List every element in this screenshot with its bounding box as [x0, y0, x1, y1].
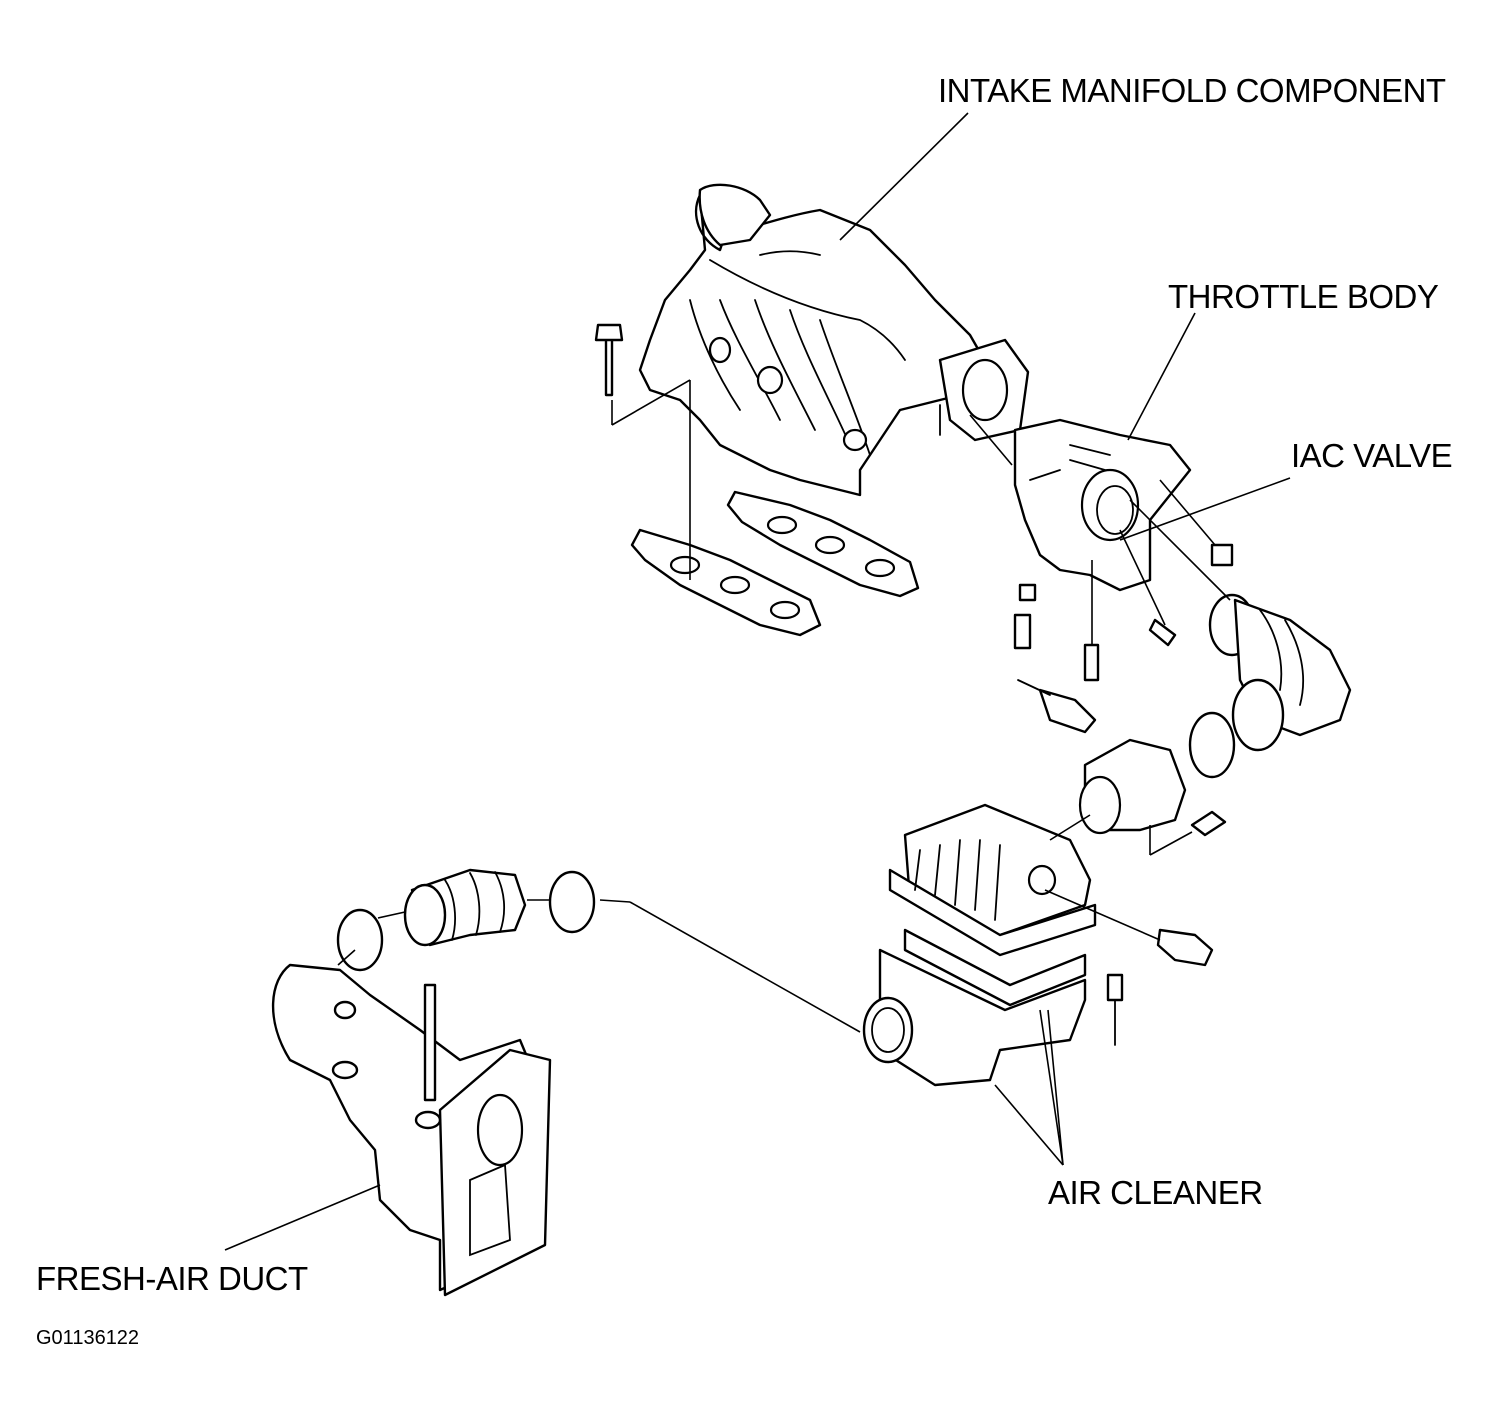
leader-lines: [224, 112, 1291, 1251]
iac-valve-label: IAC VALVE: [1291, 437, 1453, 474]
intake-manifold-label: INTAKE MANIFOLD COMPONENT: [938, 72, 1446, 109]
figure-id: G01136122: [36, 1327, 140, 1349]
fresh-air-duct: [271, 963, 552, 1297]
intake-hose-lower: [336, 868, 596, 972]
air-cleaner: [862, 803, 1214, 1087]
throttle-body: [1013, 418, 1234, 682]
throttle-body-label: THROTTLE BODY: [1168, 278, 1439, 315]
manifold-gaskets: [630, 490, 920, 637]
intake-manifold: [594, 183, 1030, 497]
airflow-meter: [1017, 679, 1227, 837]
fresh-air-duct-label: FRESH-AIR DUCT: [36, 1260, 308, 1297]
air-cleaner-label: AIR CLEANER: [1048, 1174, 1263, 1211]
intake-hose-upper: [1188, 593, 1352, 779]
